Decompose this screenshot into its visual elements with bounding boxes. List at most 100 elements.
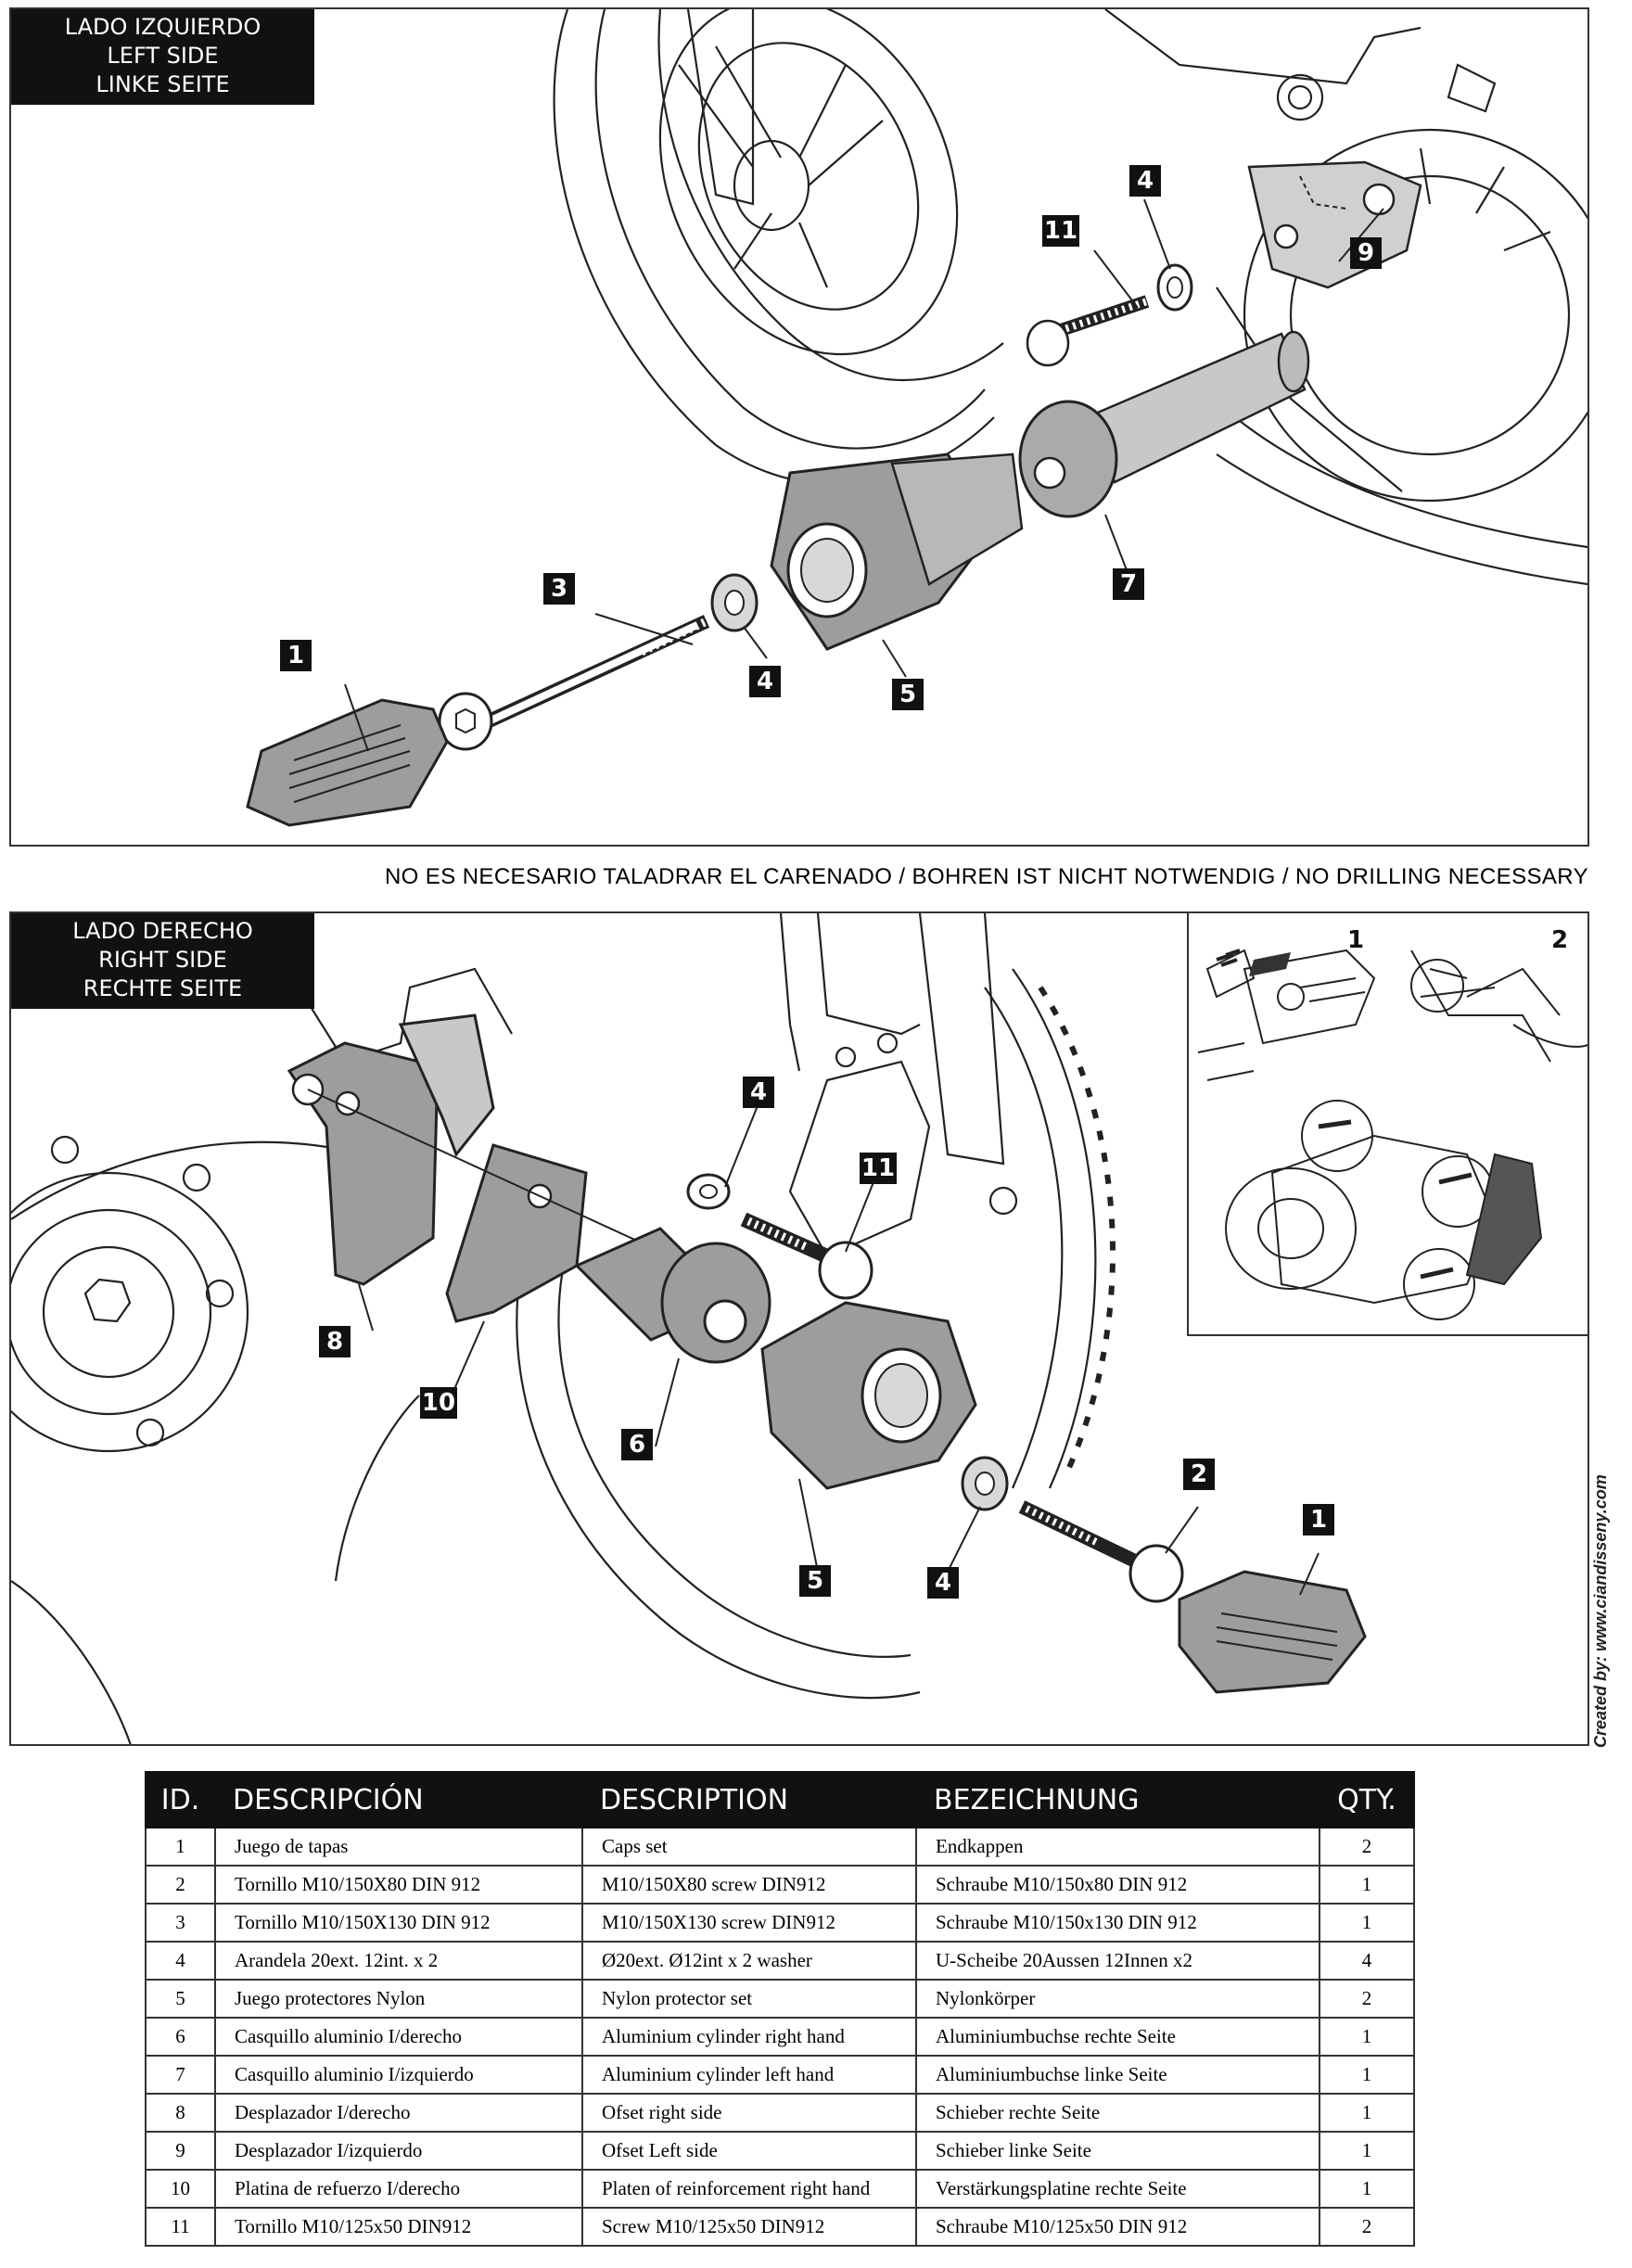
cell-descripcion: Tornillo M10/150X130 DIN 912 (214, 1903, 583, 1943)
inset-step-2: 2 (1550, 926, 1569, 954)
table-row: 2 Tornillo M10/150X80 DIN 912 M10/150X80… (145, 1865, 1415, 1905)
cell-description: Aluminium cylinder right hand (581, 2017, 917, 2057)
cell-bezeichnung: U-Scheibe 20Aussen 12Innen x2 (915, 1941, 1320, 1981)
cell-bezeichnung: Endkappen (915, 1827, 1320, 1867)
assembly-detail-inset: 1 2 (1187, 913, 1587, 1336)
cell-id: 2 (145, 1865, 216, 1905)
cell-id: 11 (145, 2207, 216, 2247)
right-side-exploded-view (11, 913, 1367, 1744)
cell-id: 10 (145, 2169, 216, 2209)
table-row: 3 Tornillo M10/150X130 DIN 912 M10/150X1… (145, 1903, 1415, 1943)
callout-part-10: 10 (420, 1387, 457, 1419)
cell-id: 6 (145, 2017, 216, 2057)
table-row: 6 Casquillo aluminio I/derecho Aluminium… (145, 2017, 1415, 2057)
credit-text-container: Created by: www.ciandisseny.com (1591, 1474, 1619, 1776)
cell-qty: 1 (1319, 2017, 1415, 2057)
header-descripcion: DESCRIPCIÓN (214, 1771, 583, 1828)
header-bezeichnung: BEZEICHNUNG (915, 1771, 1320, 1828)
callout-part-11: 11 (1042, 215, 1079, 247)
cell-description: M10/150X80 screw DIN912 (581, 1865, 917, 1905)
cell-bezeichnung: Verstärkungsplatine rechte Seite (915, 2169, 1320, 2209)
right-side-diagram-panel: LADO DERECHO RIGHT SIDE RECHTE SEITE 4 1… (9, 911, 1589, 1746)
cell-bezeichnung: Aluminiumbuchse linke Seite (915, 2055, 1320, 2095)
cell-descripcion: Arandela 20ext. 12int. x 2 (214, 1941, 583, 1981)
side-label-en: RIGHT SIDE (98, 947, 227, 973)
cell-bezeichnung: Schraube M10/125x50 DIN 912 (915, 2207, 1320, 2247)
cell-description: Screw M10/125x50 DIN912 (581, 2207, 917, 2247)
header-id: ID. (145, 1771, 216, 1828)
cell-description: Ofset right side (581, 2093, 917, 2133)
table-row: 11 Tornillo M10/125x50 DIN912 Screw M10/… (145, 2207, 1415, 2247)
callout-part-4: 4 (743, 1077, 774, 1108)
drilling-note: NO ES NECESARIO TALADRAR EL CARENADO / B… (384, 864, 1588, 889)
cell-qty: 1 (1319, 2169, 1415, 2209)
cell-qty: 2 (1319, 1827, 1415, 1867)
cell-descripcion: Platina de refuerzo I/derecho (214, 2169, 583, 2209)
cell-qty: 1 (1319, 2055, 1415, 2095)
cell-qty: 1 (1319, 1865, 1415, 1905)
left-side-label: LADO IZQUIERDO LEFT SIDE LINKE SEITE (11, 9, 314, 105)
cell-qty: 1 (1319, 2093, 1415, 2133)
table-row: 9 Desplazador I/izquierdo Ofset Left sid… (145, 2131, 1415, 2171)
parts-table: ID. DESCRIPCIÓN DESCRIPTION BEZEICHNUNG … (145, 1771, 1415, 2247)
callout-part-1: 1 (1303, 1504, 1334, 1535)
cell-qty: 1 (1319, 2131, 1415, 2171)
inset-step-1: 1 (1346, 926, 1365, 954)
cell-description: Aluminium cylinder left hand (581, 2055, 917, 2095)
callout-part-5: 5 (892, 679, 924, 710)
table-row: 1 Juego de tapas Caps set Endkappen 2 (145, 1827, 1415, 1867)
inset-detail-illustration (1197, 949, 1587, 1320)
callout-part-9: 9 (1350, 237, 1382, 269)
cell-descripcion: Casquillo aluminio I/derecho (214, 2017, 583, 2057)
table-row: 8 Desplazador I/derecho Ofset right side… (145, 2093, 1415, 2133)
cell-descripcion: Tornillo M10/125x50 DIN912 (214, 2207, 583, 2247)
side-label-de: LINKE SEITE (96, 71, 230, 97)
cell-descripcion: Casquillo aluminio I/izquierdo (214, 2055, 583, 2095)
callout-part-4-top: 4 (1129, 165, 1161, 197)
table-header-row: ID. DESCRIPCIÓN DESCRIPTION BEZEICHNUNG … (145, 1771, 1415, 1828)
cell-descripcion: Desplazador I/derecho (214, 2093, 583, 2133)
right-side-label: LADO DERECHO RIGHT SIDE RECHTE SEITE (11, 913, 314, 1009)
credit-text: Created by: www.ciandisseny.com (1591, 1474, 1610, 1748)
cell-bezeichnung: Schieber rechte Seite (915, 2093, 1320, 2133)
cell-bezeichnung: Aluminiumbuchse rechte Seite (915, 2017, 1320, 2057)
callout-part-2: 2 (1183, 1459, 1215, 1490)
cell-qty: 2 (1319, 1979, 1415, 2019)
table-row: 4 Arandela 20ext. 12int. x 2 Ø20ext. Ø12… (145, 1941, 1415, 1981)
callout-part-8: 8 (319, 1326, 351, 1357)
cell-qty: 4 (1319, 1941, 1415, 1981)
callout-part-5: 5 (799, 1565, 831, 1597)
side-label-es: LADO DERECHO (72, 918, 253, 944)
table-row: 5 Juego protectores Nylon Nylon protecto… (145, 1979, 1415, 2019)
cell-qty: 2 (1319, 2207, 1415, 2247)
callout-part-11: 11 (860, 1153, 897, 1184)
callout-part-6: 6 (621, 1429, 653, 1460)
callout-part-3: 3 (543, 573, 575, 605)
cell-description: Ofset Left side (581, 2131, 917, 2171)
cell-id: 9 (145, 2131, 216, 2171)
table-row: 7 Casquillo aluminio I/izquierdo Alumini… (145, 2055, 1415, 2095)
cell-qty: 1 (1319, 1903, 1415, 1943)
left-side-exploded-view (246, 9, 1587, 827)
cell-bezeichnung: Schieber linke Seite (915, 2131, 1320, 2171)
cell-description: Nylon protector set (581, 1979, 917, 2019)
cell-id: 3 (145, 1903, 216, 1943)
cell-bezeichnung: Nylonkörper (915, 1979, 1320, 2019)
cell-bezeichnung: Schraube M10/150x80 DIN 912 (915, 1865, 1320, 1905)
left-side-diagram-panel: LADO IZQUIERDO LEFT SIDE LINKE SEITE 1 3… (9, 7, 1589, 847)
side-label-es: LADO IZQUIERDO (64, 14, 261, 40)
cell-description: Platen of reinforcement right hand (581, 2169, 917, 2209)
side-label-de: RECHTE SEITE (83, 975, 243, 1001)
cell-id: 7 (145, 2055, 216, 2095)
callout-part-4: 4 (749, 666, 781, 697)
callout-part-1: 1 (280, 640, 312, 671)
cell-description: M10/150X130 screw DIN912 (581, 1903, 917, 1943)
table-row: 10 Platina de refuerzo I/derecho Platen … (145, 2169, 1415, 2209)
header-description: DESCRIPTION (581, 1771, 917, 1828)
cell-descripcion: Juego de tapas (214, 1827, 583, 1867)
cell-descripcion: Tornillo M10/150X80 DIN 912 (214, 1865, 583, 1905)
cell-description: Ø20ext. Ø12int x 2 washer (581, 1941, 917, 1981)
callout-part-7: 7 (1113, 568, 1144, 600)
side-label-en: LEFT SIDE (107, 43, 219, 69)
cell-id: 5 (145, 1979, 216, 2019)
